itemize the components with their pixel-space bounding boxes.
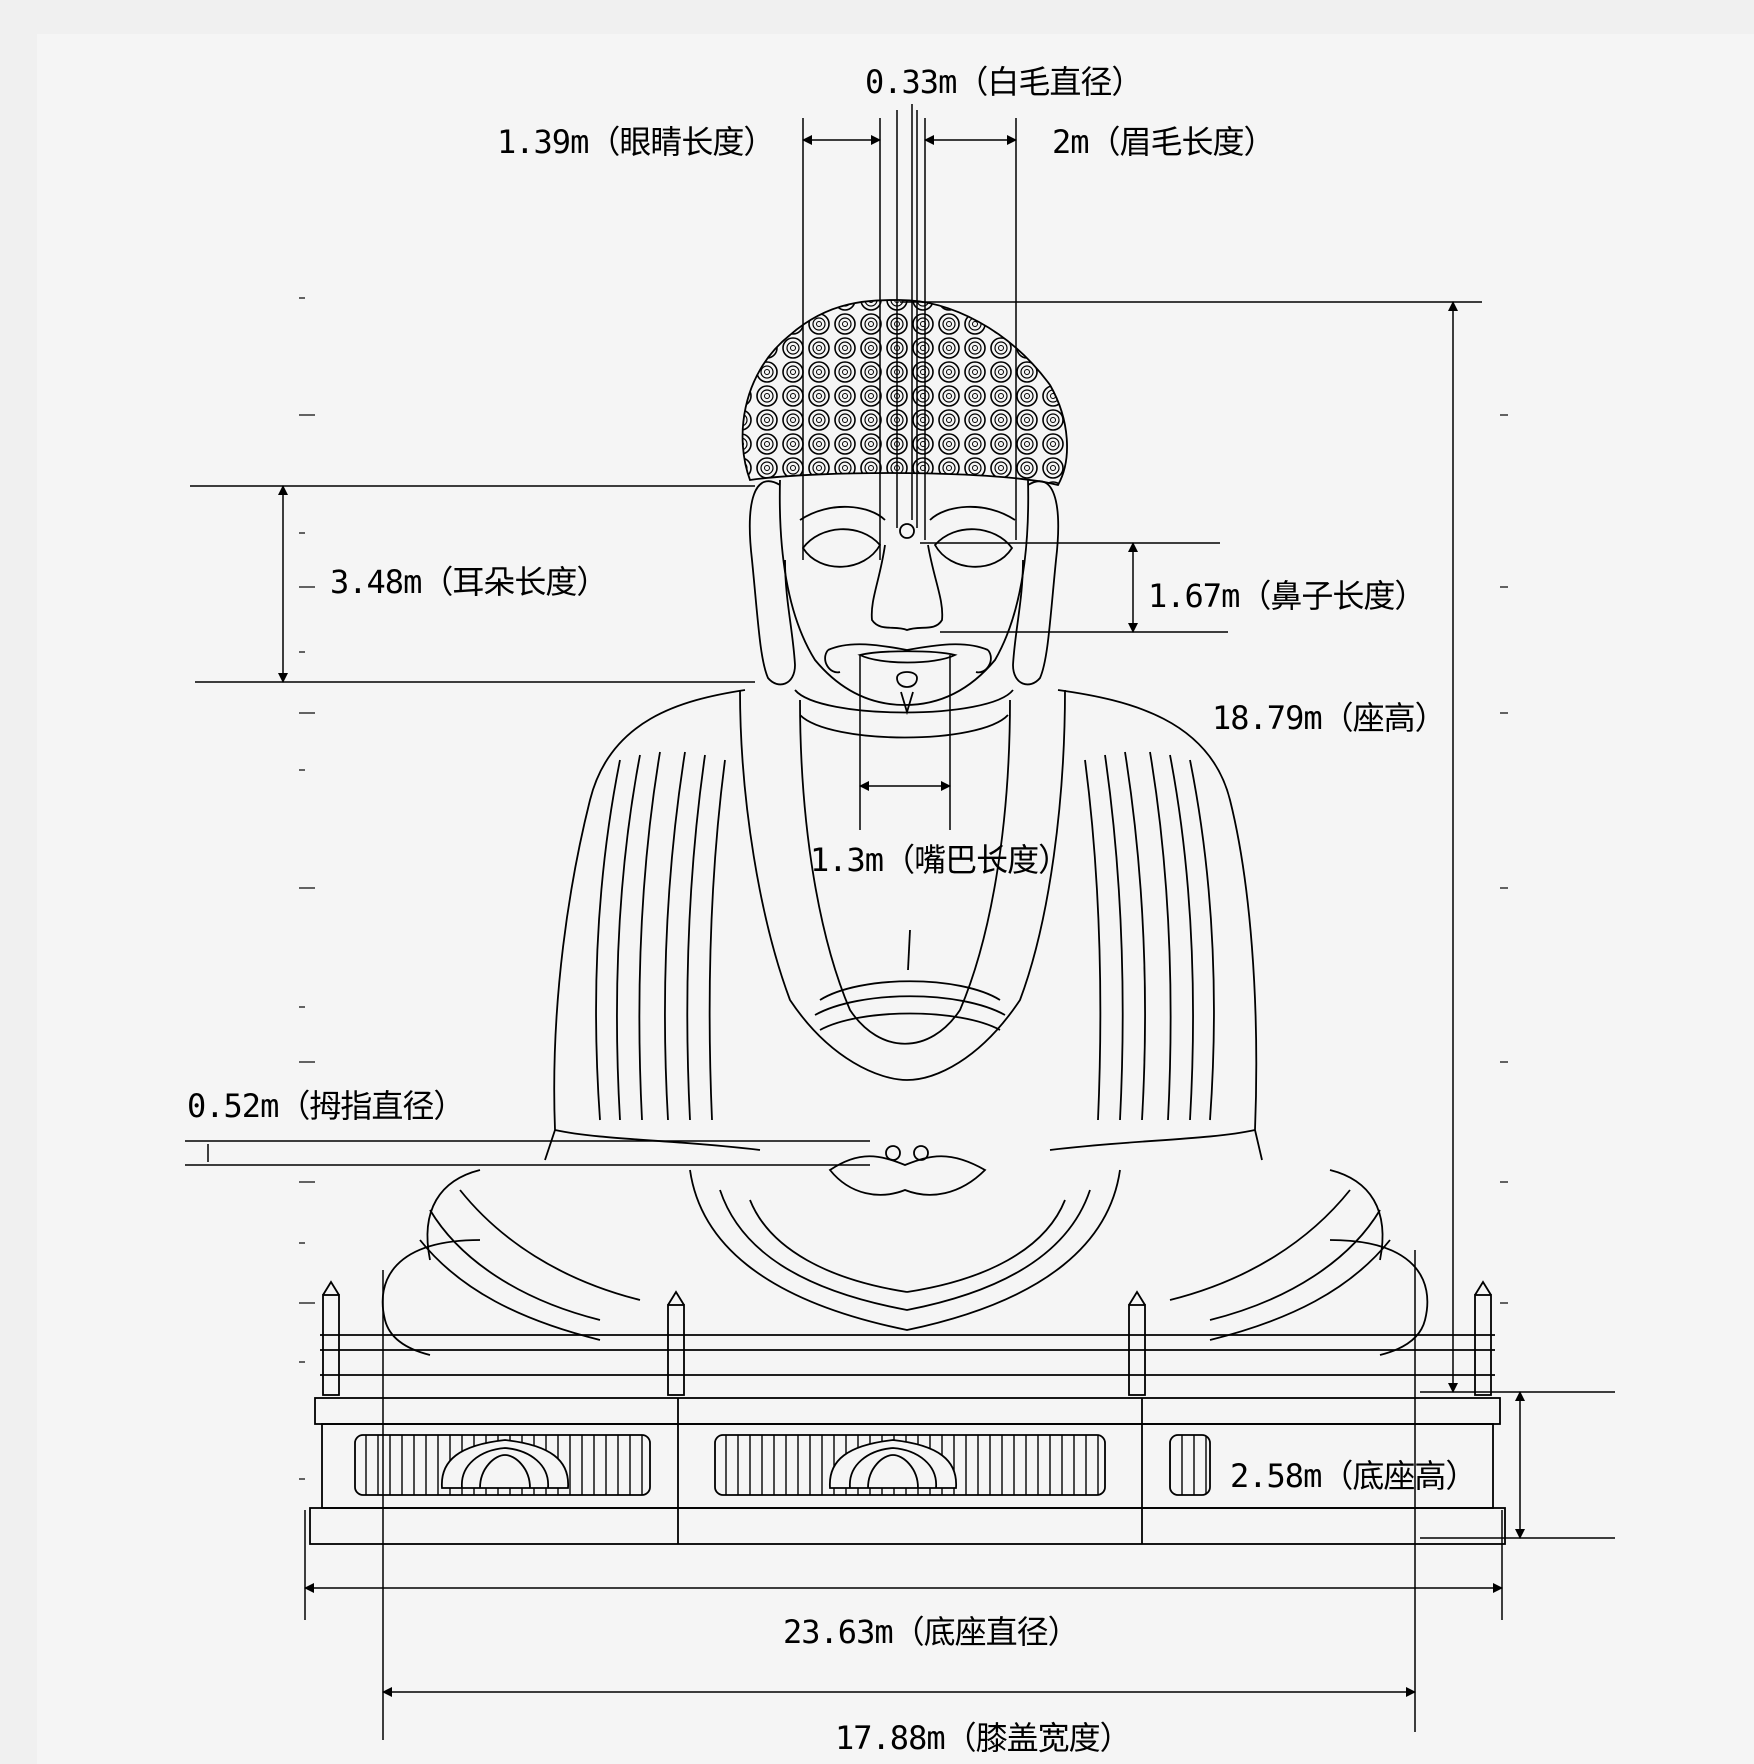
pedestal [309, 1397, 1506, 1545]
dimension-lines [185, 104, 1615, 1740]
mouth-length-label: 1.3m（嘴巴长度） [810, 841, 1070, 879]
railing [320, 1280, 1495, 1396]
hair-curls [741, 299, 1068, 487]
moustache [827, 643, 989, 651]
pedestal-height-label: 2.58m（底座高） [1230, 1457, 1477, 1495]
side-ticks [299, 297, 1508, 1480]
eye-length-label: 1.39m（眼睛长度） [497, 123, 775, 161]
pedestal-diameter-label: 23.63m（底座直径） [783, 1613, 1080, 1651]
left-ear [749, 480, 796, 686]
torso-outline [544, 689, 746, 1161]
brow-length-label: 2m（眉毛长度） [1052, 123, 1276, 161]
urna [899, 523, 915, 539]
mouth [857, 650, 958, 664]
nose-length-label: 1.67m（鼻子长度） [1148, 577, 1426, 615]
hands [828, 1155, 987, 1196]
urna-diameter-label: 0.33m（白毛直径） [865, 63, 1143, 101]
face [778, 479, 1030, 706]
lotus-center [829, 1439, 957, 1489]
thumb-diameter-label: 0.52m（拇指直径） [187, 1087, 465, 1125]
lotus-left [441, 1439, 569, 1489]
right-ear [1012, 480, 1059, 686]
lap [381, 1239, 481, 1356]
buddha-figure [381, 299, 1429, 1356]
knee-width-label: 17.88m（膝盖宽度） [835, 1719, 1132, 1757]
left-eye [801, 528, 882, 568]
right-eye [933, 528, 1014, 568]
ear-length-label: 3.48m（耳朵长度） [330, 563, 608, 601]
nose [870, 544, 944, 631]
seated-height-label: 18.79m（座高） [1212, 699, 1447, 737]
